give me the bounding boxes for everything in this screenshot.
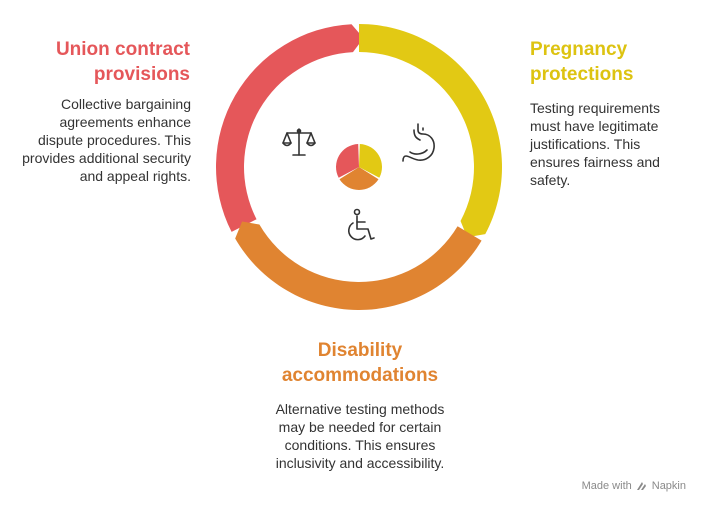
union-title-line2: provisions xyxy=(93,64,190,85)
wheelchair-icon xyxy=(348,208,375,241)
union-description: Collective bargaining agreements enhance… xyxy=(22,96,191,184)
napkin-icon xyxy=(636,482,646,490)
center-pie-union-slice xyxy=(336,144,359,178)
pregnancy-title-line2: protections xyxy=(530,64,634,85)
disability-title-line2: accommodations xyxy=(281,365,439,386)
disability-arc-segment xyxy=(235,221,482,310)
disability-description: Alternative testing methods may be neede… xyxy=(275,401,445,471)
pregnancy-description: Testing requirements must have legitimat… xyxy=(530,100,660,188)
disability-title-line1: Disability xyxy=(317,340,403,361)
union-title-line1: Union contract xyxy=(55,39,190,60)
pregnancy-title-line1: Pregnancy xyxy=(530,39,628,60)
center-pie-pregnancy-slice xyxy=(359,144,383,178)
pregnancy-arc-segment xyxy=(359,24,502,238)
center-pie-disability-slice xyxy=(339,167,379,190)
made-with-label: Made with xyxy=(581,480,632,492)
footer-credit: Made with Napkin xyxy=(582,480,686,492)
scales-icon xyxy=(282,128,316,156)
stomach-icon xyxy=(402,123,435,162)
disability-title: Disability accommodations xyxy=(250,338,470,388)
union-title: Union contract provisions xyxy=(20,37,190,87)
napkin-brand-label: Napkin xyxy=(651,480,686,492)
pregnancy-title: Pregnancy protections xyxy=(530,37,690,87)
union-arc-segment xyxy=(216,24,364,232)
